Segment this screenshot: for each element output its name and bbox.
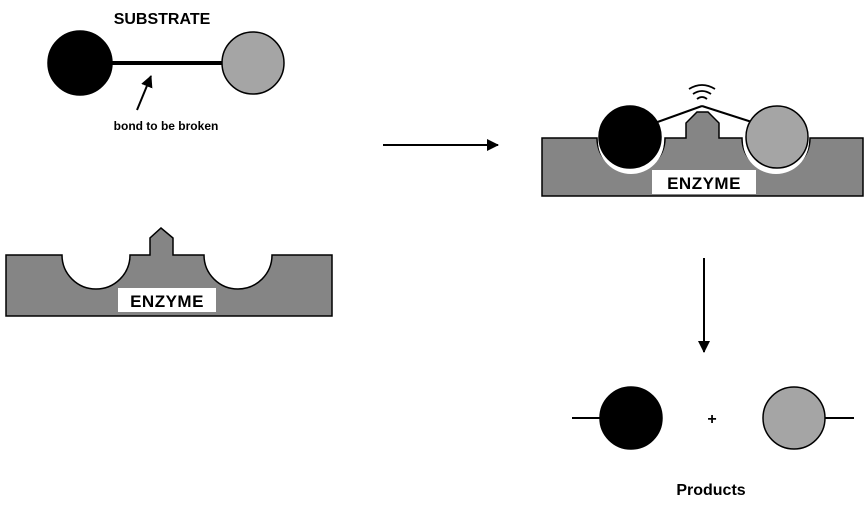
strain-vibration-icon [688, 84, 716, 100]
products-plus: + [707, 411, 716, 428]
complex-dark-atom [598, 105, 662, 169]
complex-label: ENZYME [667, 174, 741, 193]
substrate-title: SUBSTRATE [114, 11, 211, 28]
bond-label: bond to be broken [114, 119, 219, 133]
products-group: + Products [572, 386, 854, 499]
enzyme-free: ENZYME [5, 227, 333, 317]
enzyme-substrate-complex: ENZYME [541, 84, 864, 197]
enzyme-label-box [118, 288, 216, 312]
substrate-light-atom [221, 31, 285, 95]
enzyme-body [5, 227, 333, 317]
strained-bond-right [701, 105, 759, 125]
complex-light-atom [745, 105, 809, 169]
bond-pointer-arrow [136, 75, 153, 111]
complex-label-box [652, 170, 756, 194]
strained-bond-left [651, 105, 703, 125]
products-label: Products [676, 482, 745, 499]
product-light-atom [762, 386, 826, 450]
substrate-dark-atom [47, 30, 113, 96]
substrate-group: SUBSTRATE bond to be broken [47, 11, 285, 133]
enzyme-label: ENZYME [130, 292, 204, 311]
product-dark-atom [599, 386, 663, 450]
